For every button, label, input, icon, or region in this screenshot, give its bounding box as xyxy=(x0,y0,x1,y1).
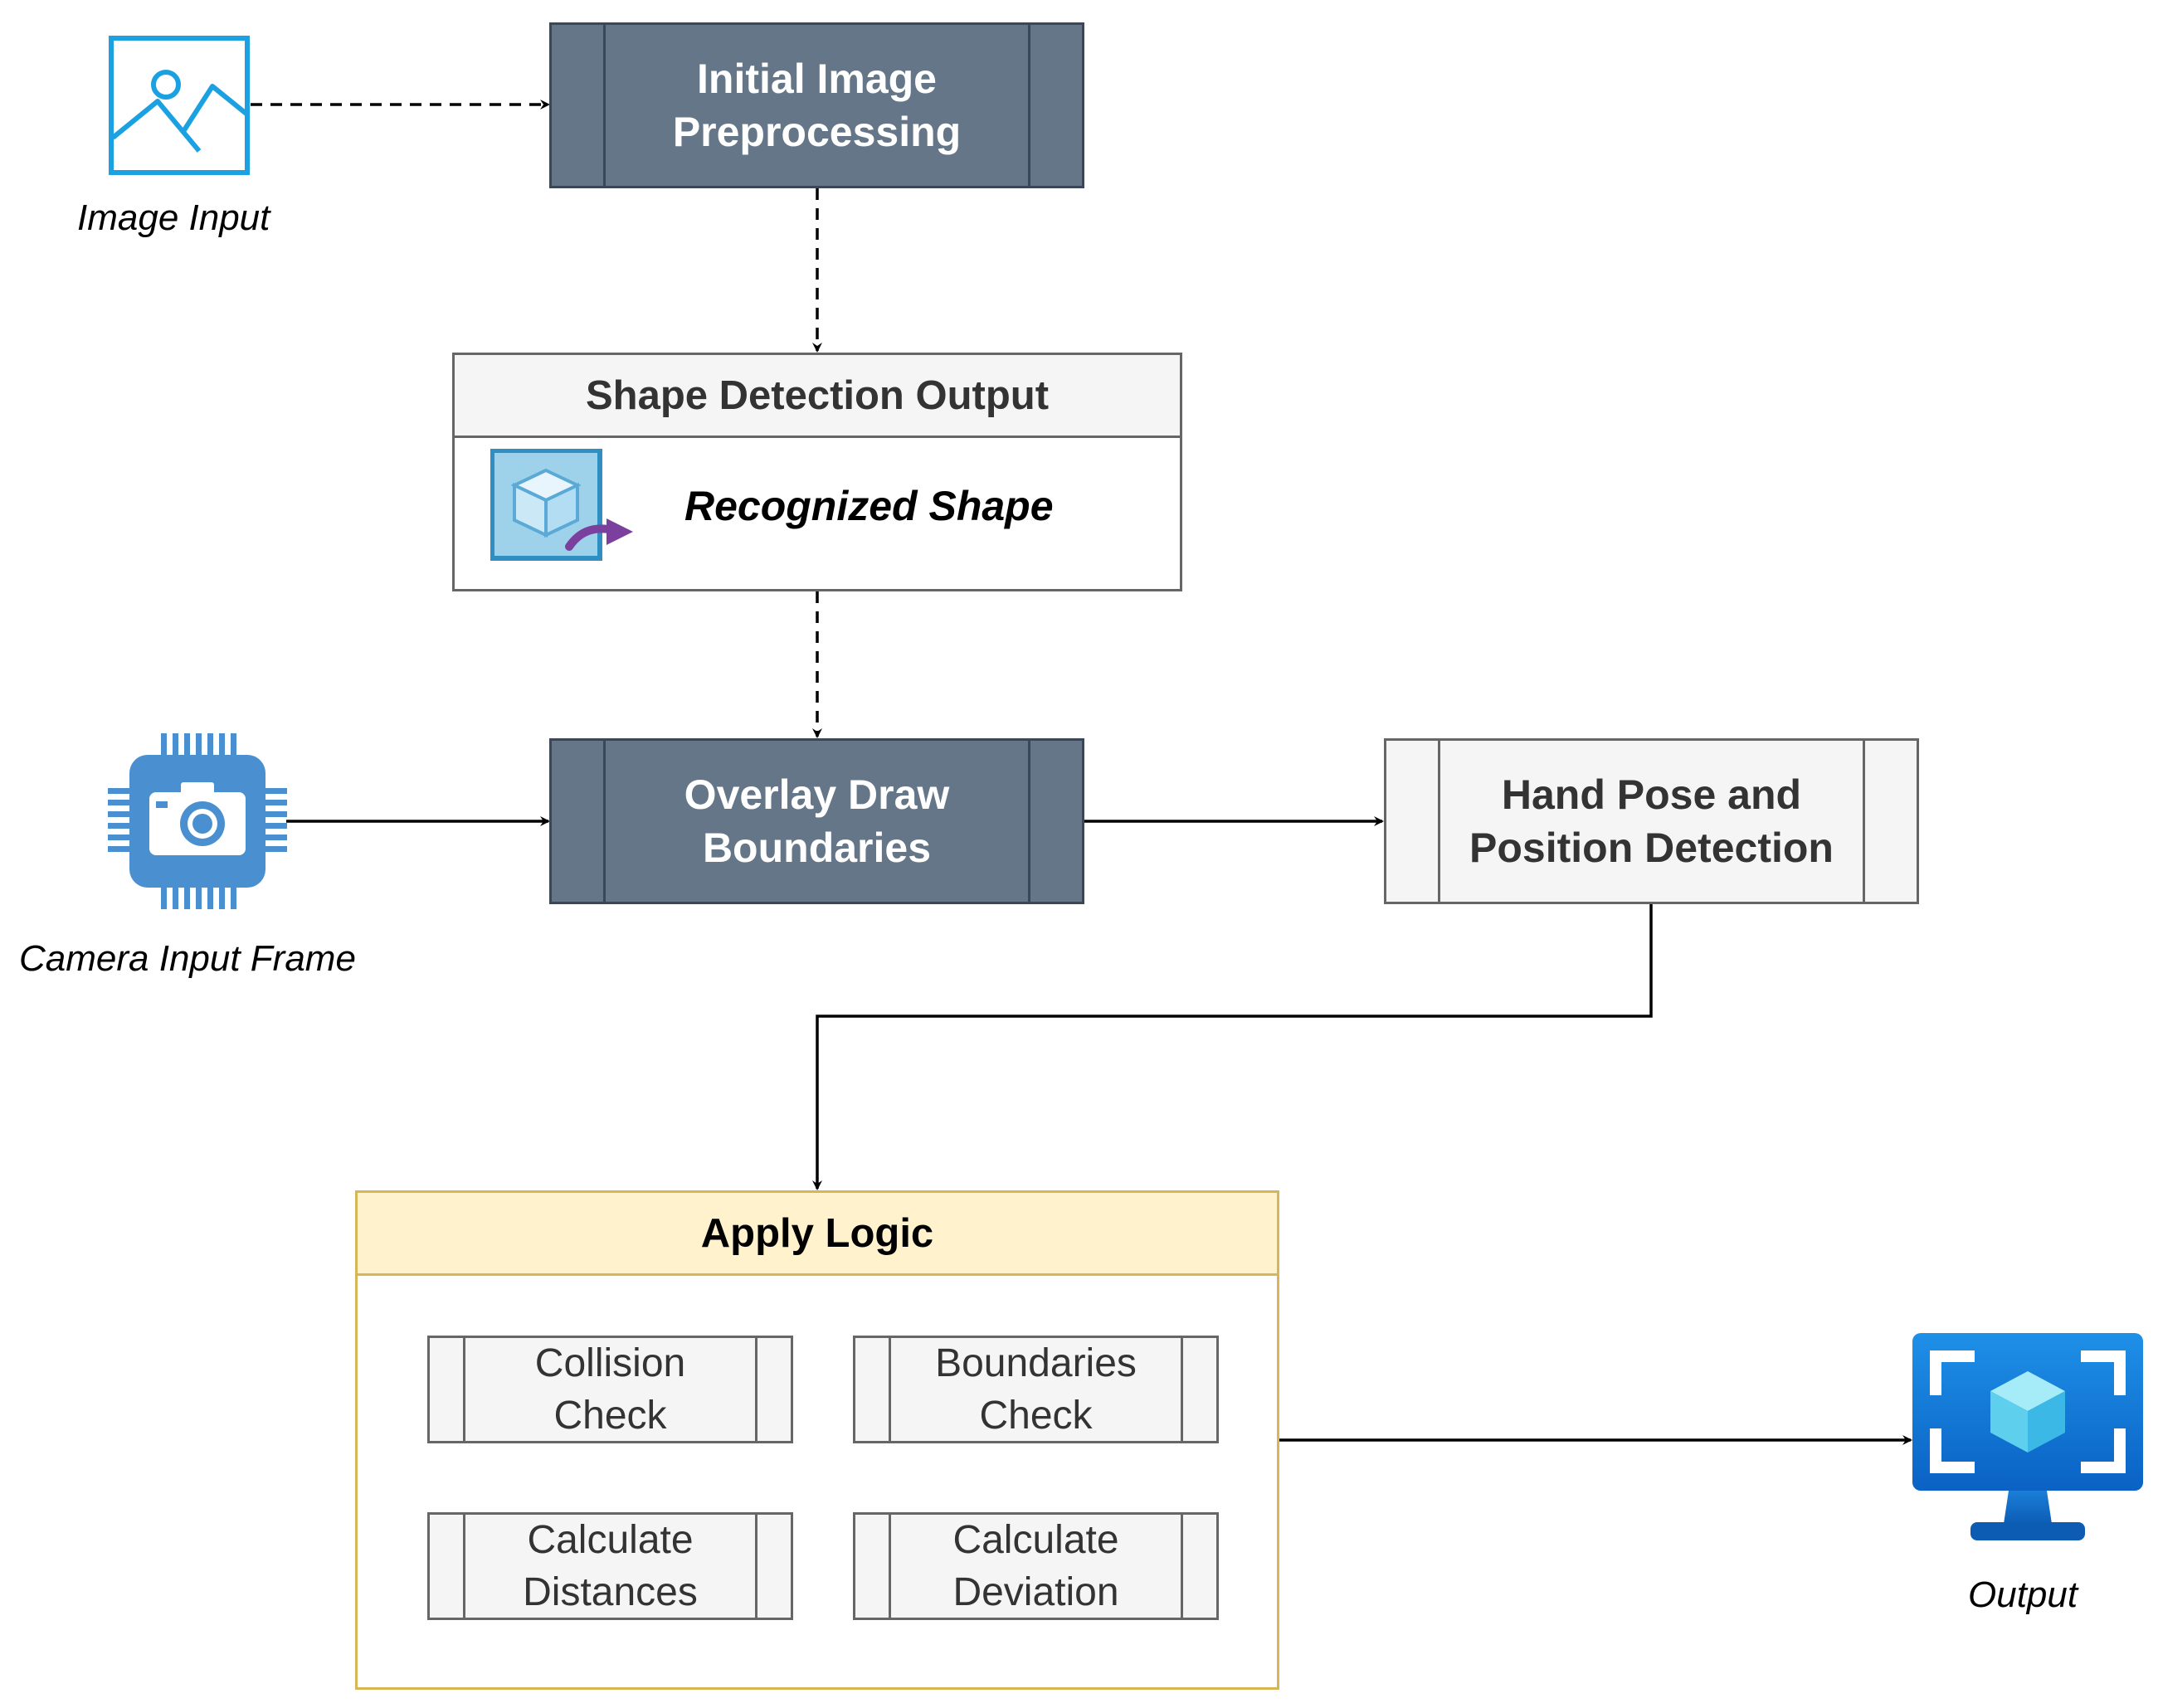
calculate-deviation-label: Calculate Deviation xyxy=(952,1518,1119,1614)
output-caption: Output xyxy=(1968,1574,2078,1615)
image-input-caption: Image Input xyxy=(77,197,270,238)
process-bar-right xyxy=(755,1515,757,1618)
process-bar-left xyxy=(463,1515,465,1618)
process-bar-left xyxy=(889,1515,891,1618)
apply-logic-title: Apply Logic xyxy=(358,1193,1277,1276)
shape-detection-title: Shape Detection Output xyxy=(455,355,1180,438)
hand-pose-node[interactable]: Hand Pose and Position Detection xyxy=(1384,738,1919,904)
process-bar-left xyxy=(889,1338,891,1441)
process-bar-right xyxy=(1181,1515,1183,1618)
arrow-hand-pose-to-apply-logic xyxy=(812,904,1653,1190)
collision-check-label: Collision Check xyxy=(534,1341,686,1438)
monitor-cube-icon xyxy=(1912,1333,2143,1540)
overlay-draw-label: Overlay Draw Boundaries xyxy=(684,771,950,871)
process-bar-right xyxy=(1028,741,1030,902)
process-bar-right xyxy=(1028,25,1030,186)
hand-pose-label: Hand Pose and Position Detection xyxy=(1469,771,1834,871)
process-bar-left xyxy=(603,25,606,186)
initial-preprocessing-node[interactable]: Initial Image Preprocessing xyxy=(549,22,1084,188)
calculate-distances-node[interactable]: Calculate Distances xyxy=(427,1512,793,1620)
process-bar-left xyxy=(463,1338,465,1441)
calculate-distances-label: Calculate Distances xyxy=(523,1518,698,1614)
process-bar-right xyxy=(755,1338,757,1441)
collision-check-node[interactable]: Collision Check xyxy=(427,1336,793,1443)
boundaries-check-node[interactable]: Boundaries Check xyxy=(853,1336,1219,1443)
apply-logic-container[interactable]: Apply Logic Collision Check Boundaries C… xyxy=(355,1190,1279,1690)
process-bar-right xyxy=(1863,741,1865,902)
boundaries-check-label: Boundaries Check xyxy=(935,1341,1137,1438)
image-icon xyxy=(109,36,250,175)
camera-input-caption: Camera Input Frame xyxy=(19,938,356,979)
recognized-shape-label: Recognized Shape xyxy=(684,483,1054,529)
camera-chip-icon xyxy=(108,733,287,909)
shape-detection-container[interactable]: Shape Detection Output Recognized Shape xyxy=(452,353,1182,591)
calculate-deviation-node[interactable]: Calculate Deviation xyxy=(853,1512,1219,1620)
process-bar-right xyxy=(1181,1338,1183,1441)
process-bar-left xyxy=(1438,741,1440,902)
overlay-draw-node[interactable]: Overlay Draw Boundaries xyxy=(549,738,1084,904)
initial-preprocessing-label: Initial Image Preprocessing xyxy=(672,56,962,155)
cube-shape-icon xyxy=(490,449,633,561)
process-bar-left xyxy=(603,741,606,902)
